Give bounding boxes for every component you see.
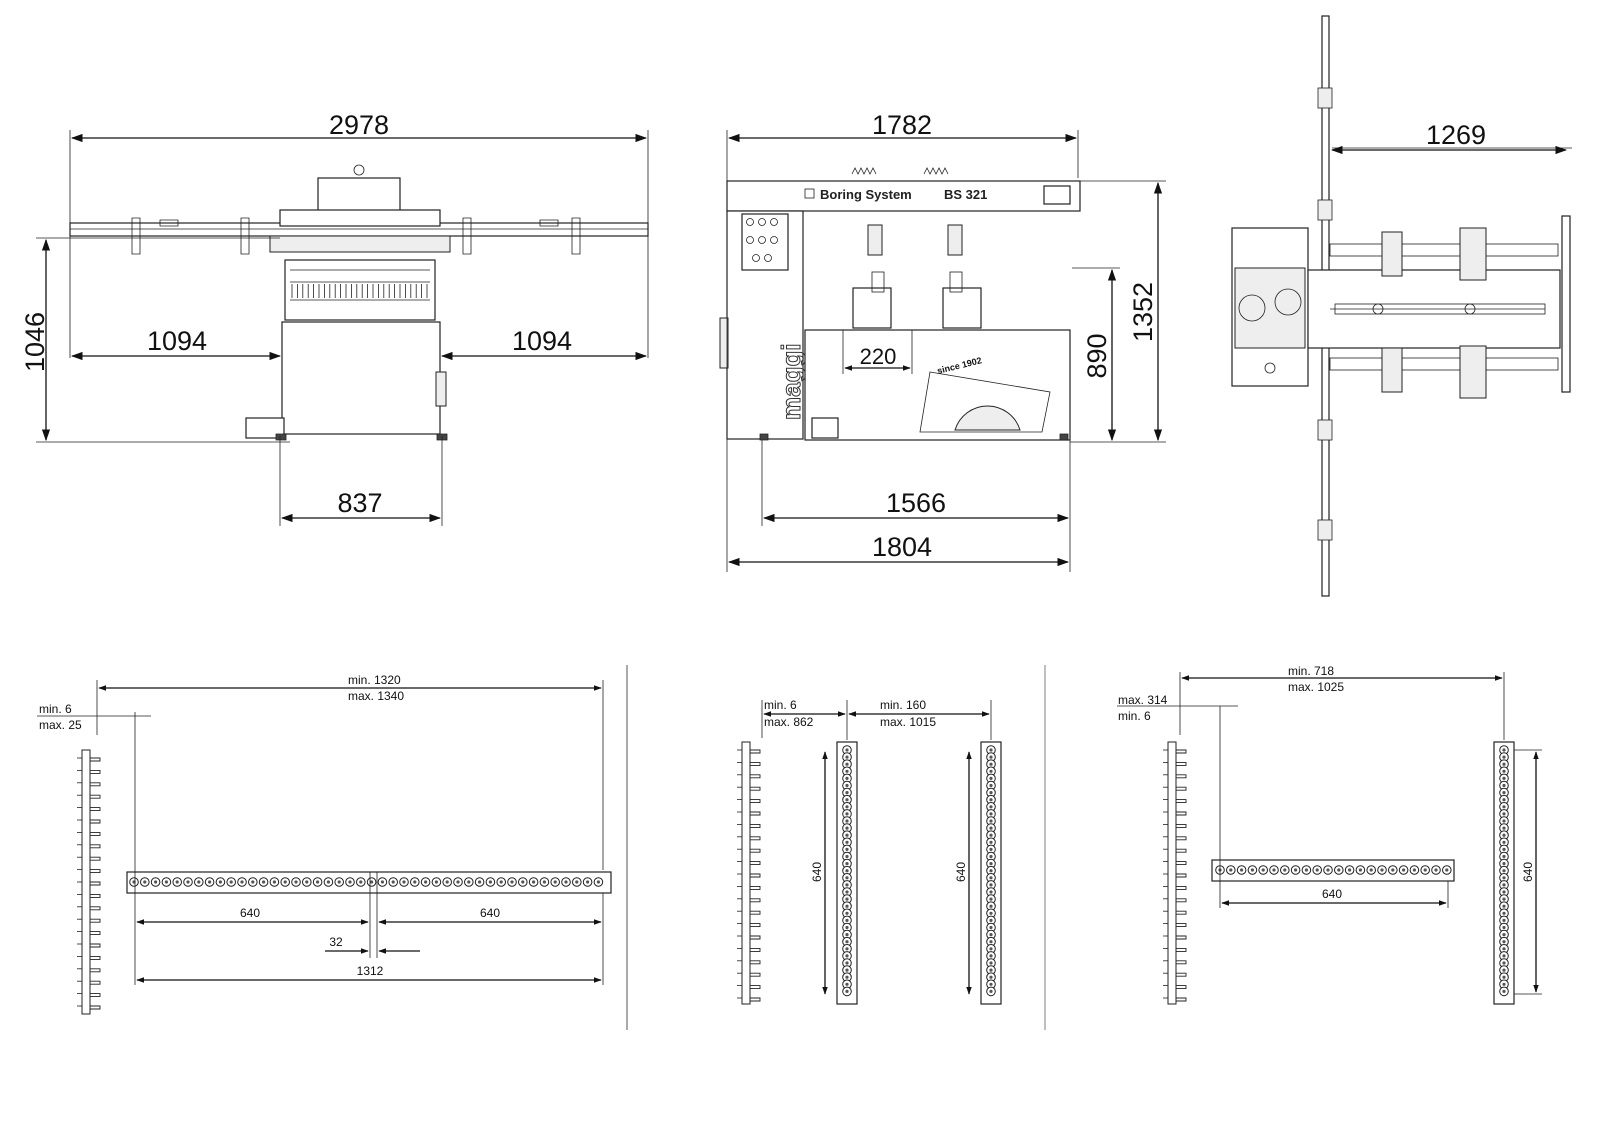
a-right-span: 640 <box>480 906 500 920</box>
c-offset-max: max. 314 <box>1118 693 1168 707</box>
top-view: 1269 <box>1231 15 1572 597</box>
dim-base-width: 837 <box>337 488 382 518</box>
side-fence <box>741 741 751 1005</box>
a-left-span: 640 <box>240 906 260 920</box>
c-range-max: max. 1025 <box>1288 680 1344 694</box>
front-view: 2978 1046 1094 1094 837 <box>20 110 649 526</box>
c-offset-min: min. 6 <box>1118 709 1151 723</box>
dim-overall-depth: 1804 <box>872 532 932 562</box>
b-gap-min: min. 160 <box>880 698 926 712</box>
dim-top-depth: 1269 <box>1426 120 1486 150</box>
a-offset-min: min. 6 <box>39 702 72 716</box>
layout-a: min. 1320 max. 1340 min. 6 max. 25 640 6… <box>37 673 612 1015</box>
layout-c: min. 718 max. 1025 max. 314 min. 6 640 6… <box>1117 664 1542 1005</box>
dim-top-width: 1782 <box>872 110 932 140</box>
b-gap-max: max. 1015 <box>880 715 936 729</box>
dim-overall-height: 1352 <box>1128 282 1158 342</box>
model-label: BS 321 <box>944 187 987 202</box>
b-offset-max: max. 862 <box>764 715 814 729</box>
dim-right-extension: 1094 <box>512 326 572 356</box>
b-offset-min: min. 6 <box>764 698 797 712</box>
dim-height: 1046 <box>20 312 50 372</box>
dim-left-extension: 1094 <box>147 326 207 356</box>
a-centre-gap: 32 <box>329 935 343 949</box>
dim-overall-width: 2978 <box>329 110 389 140</box>
side-view: Boring System BS 321 maggi since 1902 <box>719 110 1166 572</box>
c-vertical-span: 640 <box>1521 862 1535 882</box>
b-right-head-span: 640 <box>954 862 968 882</box>
dim-base-depth: 1566 <box>886 488 946 518</box>
a-total-span: 1312 <box>357 964 384 978</box>
layout-b: min. 6 max. 862 min. 160 max. 1015 640 6… <box>737 698 1002 1005</box>
c-horizontal-span: 640 <box>1322 887 1342 901</box>
c-range-min: min. 718 <box>1288 664 1334 678</box>
side-fence <box>1167 741 1177 1005</box>
a-head-range-max: max. 1340 <box>348 689 404 703</box>
brand-label: Boring System <box>820 187 912 202</box>
dim-spindle-gap: 220 <box>860 344 897 369</box>
a-offset-max: max. 25 <box>39 718 82 732</box>
a-head-range-min: min. 1320 <box>348 673 401 687</box>
dim-table-height: 890 <box>1082 333 1112 378</box>
b-left-head-span: 640 <box>810 862 824 882</box>
maker-label: maggi <box>776 343 806 420</box>
side-fence <box>81 749 91 1015</box>
